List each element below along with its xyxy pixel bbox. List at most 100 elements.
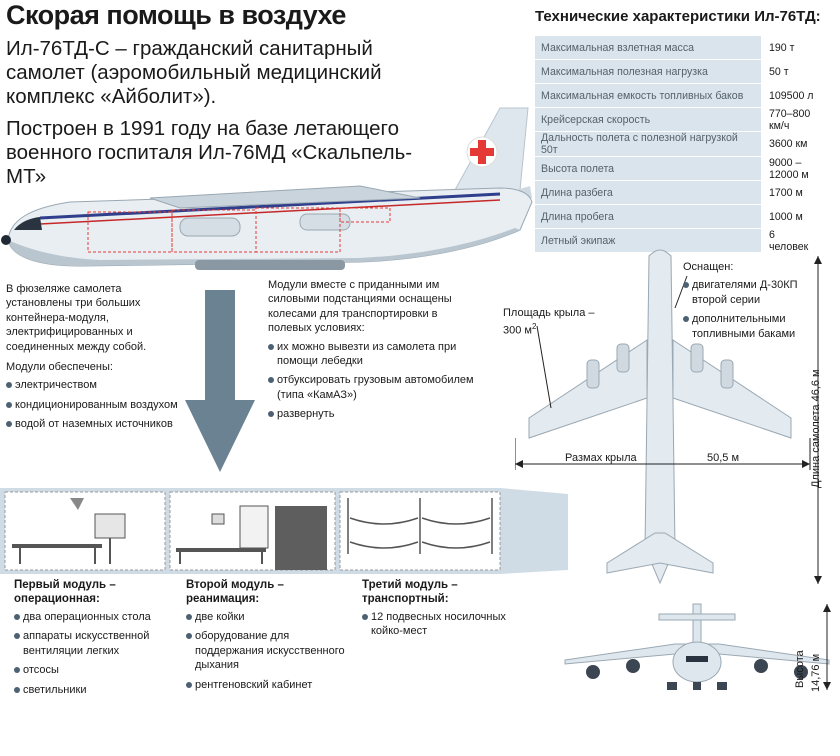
height-label: Высота [794,650,806,688]
cockpit-window [14,217,42,230]
module-outline-ext [339,207,391,223]
specs-title: Технические характеристики Ил-76ТД: [535,8,821,25]
spec-value: 50 т [769,65,789,78]
fuselage-text: В фюзеляже самолета установлены три боль… [6,283,147,353]
engine-icon [179,217,241,237]
wing-area-title: Площадь крыла – [503,307,595,319]
modules-strip [0,488,568,574]
list-item: оборудование для поддержания искусственн… [186,629,356,672]
list-item: электричеством [6,378,178,392]
plane-front-view [564,603,831,690]
fuselage-belly [8,228,520,266]
spec-value: 3600 км [769,138,808,150]
list-item: двигателями Д-30КП второй серии [683,278,818,307]
wing-area-pointer [536,325,552,409]
spec-label: Крейсерская скорость [535,107,761,132]
module-1-room [4,491,166,571]
front-stabilizer [658,613,736,621]
hanging-stretchers-icon [347,498,493,554]
list-item: водой от наземных источников [6,417,178,431]
intro-text: Ил-76ТД-С – гражданский санитарный самол… [6,37,382,108]
list-item: дополнительными топливными баками [683,312,818,341]
top-fuselage [644,249,676,585]
module-2-card: Второй модуль – реанимация: две койки обо… [186,578,356,697]
spec-value: 9000 – 12000 м [769,156,809,181]
spec-label: Максимальная емкость топливных баков [535,83,761,108]
module-1-card: Первый модуль – операционная: два операц… [14,578,174,702]
spec-row: Высота полета 9000 – 12000 м [535,156,821,181]
spec-value: 1000 м [769,210,803,223]
wingspan-label: Размах крыла [565,452,637,464]
spec-value: 770–800 км/ч [769,107,811,132]
page-title: Скорая помощь в воздухе [6,0,346,30]
operating-table [12,544,102,548]
module-3-title: Третий модуль – транспортный: [362,579,458,605]
front-gear [667,682,677,690]
spec-label: Высота полета [535,156,761,181]
plane-side-view [1,107,533,270]
module-2-title: Второй модуль – реанимация: [186,579,284,605]
equipped-box: Оснащен: двигателями Д-30КП второй серии… [683,260,818,346]
height-value: 14,76 м [810,653,822,692]
spec-label: Дальность полета с полезной нагрузкой 50… [535,131,761,157]
spec-label: Летный экипаж [535,228,761,253]
list-item: рентгеновский кабинет [186,678,356,692]
spec-value: 190 т [769,41,795,54]
engine-icon [299,213,351,231]
spec-value: 109500 л [769,89,814,102]
engine-icon [616,343,630,373]
engine-icon [720,359,734,389]
ventilator-icon [94,513,126,539]
engine-icon [586,665,600,679]
engine-icon [794,665,808,679]
provided-title: Модули обеспечены: [6,361,113,374]
module-1-title: Первый модуль – операционная: [14,579,116,605]
resuscitation-bed [176,548,266,552]
spec-row: Максимальная полезная нагрузка 50 т [535,59,821,84]
wing-area-value: 300 м [503,325,532,338]
red-cross-icon-bar [470,148,494,156]
plane-top-view [515,249,822,585]
equipped-title: Оснащен: [683,261,734,273]
down-arrow-icon [185,290,255,472]
wing-area-sup: 2 [531,322,537,332]
list-item: развернуть [268,407,478,421]
spec-label: Максимальная полезная нагрузка [535,59,761,84]
modules-description: Модули вместе с приданными им силовыми п… [268,278,478,427]
equipped-list: двигателями Д-30КП второй серии дополните… [683,278,818,341]
spec-row: Максимальная емкость топливных баков 1095… [535,83,821,108]
list-item: две койки [186,610,356,624]
nose-cone [1,235,11,245]
engine-icon [690,343,704,373]
engine-icon [754,659,768,673]
list-item: кондиционированным воздухом [6,398,178,412]
spec-label: Максимальная взлетная масса [535,36,761,60]
list-item: отсосы [14,663,174,677]
engine-icon [626,659,640,673]
spec-row: Дальность полета с полезной нагрузкой 50… [535,131,821,157]
intro-text-history: Построен в 1991 году на базе летающего в… [6,117,413,188]
surgical-lamp-icon [70,498,84,510]
spec-value: 6 человек [769,228,809,253]
modules-info-list: их можно вывезти из самолета при помощи … [268,340,478,422]
list-item: два операционных стола [14,610,174,624]
spec-row: Летный экипаж 6 человек [535,228,821,253]
front-gear [717,682,727,690]
equipped-pointer [674,275,688,309]
wingspan-value: 50,5 м [707,452,740,464]
list-item: отбуксировать грузовым автомобилем (типа… [268,373,478,402]
medical-cabinet-icon [239,505,269,549]
fuselage-stripe-red [39,199,501,225]
xray-room-icon [275,506,327,570]
module-outline-3 [255,207,341,253]
spec-row: Максимальная взлетная масса 190 т [535,36,821,60]
module-1-list: два операционных стола аппараты искусстве… [14,610,174,697]
fuselage-stripe [39,192,501,220]
spec-label: Длина разбега [535,180,761,205]
landing-gear-fairing [195,260,345,270]
list-item: аппараты искусственной вентиляции легких [14,629,174,658]
module-3-card: Третий модуль – транспортный: 12 подвесн… [362,578,512,644]
